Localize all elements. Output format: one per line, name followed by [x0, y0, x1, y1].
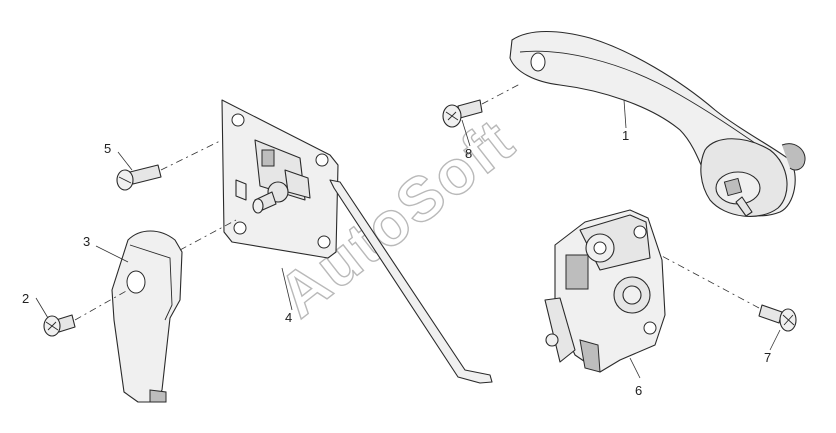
callout-8: 8: [465, 146, 472, 161]
lock-mechanism: [544, 209, 666, 373]
callout-1: 1: [622, 128, 629, 143]
door-handle: [509, 30, 806, 217]
screw-8: [442, 99, 483, 128]
mounting-plate: [221, 99, 493, 384]
screw-2: [43, 314, 76, 337]
screw-5: [116, 164, 162, 191]
callout-4: 4: [285, 310, 292, 325]
callout-6: 6: [635, 383, 642, 398]
screw-7: [758, 304, 797, 332]
callout-2: 2: [22, 291, 29, 306]
callout-5: 5: [104, 141, 111, 156]
callout-3: 3: [83, 234, 90, 249]
callout-7: 7: [764, 350, 771, 365]
lever-cover: [111, 230, 183, 403]
